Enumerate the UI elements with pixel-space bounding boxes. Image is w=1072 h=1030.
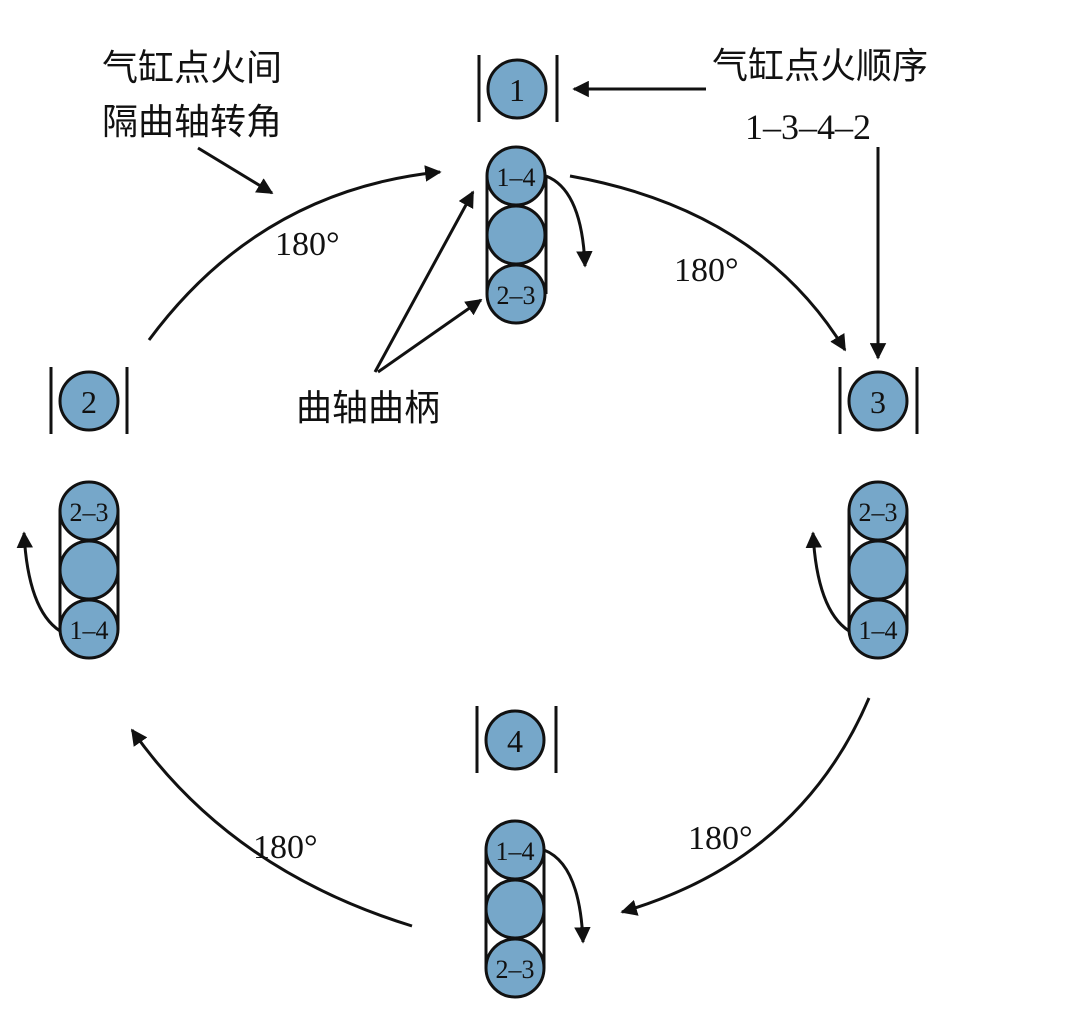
- crank-throw-lower: [58, 598, 120, 660]
- rotation-arrow-bottom-right: [620, 697, 871, 916]
- crankshaft-top: 1–4 2–3: [485, 145, 593, 325]
- piston: [847, 370, 909, 432]
- piston: [484, 709, 546, 771]
- crankshaft-left: 2–3 1–4: [16, 480, 120, 660]
- crank-rotation-arrow: [805, 531, 850, 633]
- crank-pointer-arrow-upper: [373, 190, 475, 373]
- cylinder-number: 4: [507, 723, 523, 759]
- cylinder-2: 2: [49, 367, 129, 434]
- crank-throw-label: 曲轴曲柄: [296, 388, 440, 429]
- crank-throw-lower-label: 2–3: [496, 955, 535, 984]
- piston: [486, 58, 548, 120]
- crank-throw-lower-label: 2–3: [497, 281, 536, 310]
- firing-order-title: 气缸点火顺序: [712, 46, 928, 87]
- cylinder-number: 1: [509, 72, 525, 108]
- crank-throw-upper-label: 2–3: [859, 498, 898, 527]
- crank-rotation-arrow: [16, 531, 61, 633]
- crank-rotation-arrow: [543, 848, 591, 944]
- piston: [58, 370, 120, 432]
- crank-throw-upper-label: 1–4: [497, 163, 536, 192]
- crank-pointer-arrow-lower: [377, 298, 483, 374]
- cylinder-number: 2: [81, 384, 97, 420]
- crank-throw-lower: [847, 598, 909, 660]
- cylinder-1: 1: [477, 55, 559, 122]
- crank-throw-upper-label: 1–4: [496, 837, 535, 866]
- rotation-arrow-top-right: [569, 174, 847, 352]
- angle-label-top-right: 180°: [674, 252, 739, 289]
- cylinder-4: 4: [475, 706, 558, 773]
- rotation-arrow-top-left: [147, 165, 442, 341]
- angle-label-bottom-right: 180°: [688, 820, 753, 857]
- cylinder-number: 3: [870, 384, 886, 420]
- cylinder-3: 3: [838, 367, 919, 434]
- crank-main-journal: [58, 539, 120, 601]
- crankshaft-right: 2–3 1–4: [805, 480, 909, 660]
- interval-title-line2: 隔曲轴转角: [102, 102, 282, 143]
- crank-throw-lower-label: 1–4: [70, 616, 109, 645]
- crank-throw-upper-label: 2–3: [70, 498, 109, 527]
- rotation-arrow-bottom-left: [130, 728, 413, 928]
- firing-order-value: 1–3–4–2: [745, 107, 871, 147]
- crankshaft-bottom: 1–4 2–3: [484, 819, 591, 999]
- crank-throw-lower-label: 1–4: [859, 616, 898, 645]
- crank-throw-upper: [485, 145, 547, 207]
- crank-rotation-arrow: [545, 174, 593, 268]
- crank-main-journal: [485, 204, 547, 266]
- crank-main-journal: [484, 878, 546, 940]
- interval-title-line1: 气缸点火间: [102, 48, 282, 89]
- interval-pointer-arrow: [197, 146, 274, 195]
- crank-main-journal: [847, 539, 909, 601]
- angle-label-bottom-left: 180°: [253, 829, 318, 866]
- angle-label-top-left: 180°: [275, 226, 340, 263]
